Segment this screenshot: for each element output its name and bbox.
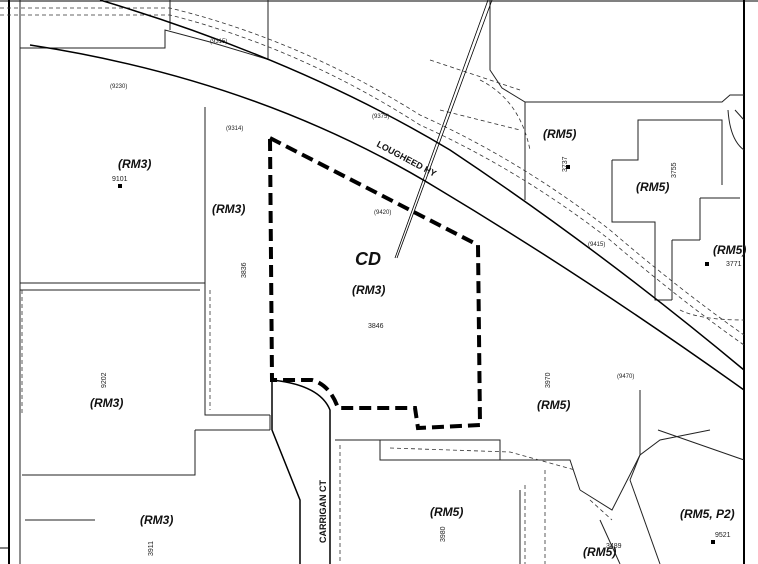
subject-zone-label: (RM3) bbox=[352, 283, 385, 297]
address-number: 3489 bbox=[606, 543, 622, 550]
address-number: 3771 bbox=[726, 261, 742, 268]
lot-reference: (9375) bbox=[372, 114, 389, 120]
address-number: 3980 bbox=[440, 526, 447, 542]
lot-reference: (9314) bbox=[226, 126, 243, 132]
carrigan-court-label: CARRIGAN CT bbox=[318, 480, 328, 543]
lot-reference: (9470) bbox=[617, 374, 634, 380]
subject-parcel-boundary bbox=[267, 134, 483, 431]
cd-pointer-line bbox=[394, 0, 493, 259]
address-number: 3755 bbox=[671, 162, 678, 178]
address-markers bbox=[118, 165, 715, 544]
carrigan-court-road bbox=[271, 379, 331, 564]
zone-label: (RM3) bbox=[118, 157, 151, 171]
zone-label: (RM5) bbox=[430, 505, 463, 519]
subject-lot-ref: (9420) bbox=[374, 210, 391, 216]
subject-address: 3846 bbox=[368, 323, 384, 330]
subject-cd-label: CD bbox=[355, 249, 381, 269]
lot-reference: (9315) bbox=[210, 39, 227, 45]
zone-label: (RM3) bbox=[90, 396, 123, 410]
zone-label: (RM3) bbox=[140, 513, 173, 527]
zone-label: (RM3) bbox=[212, 202, 245, 216]
zone-label: (RM5) bbox=[543, 127, 576, 141]
parcel-lines bbox=[19, 0, 745, 564]
address-number: 3970 bbox=[545, 372, 552, 388]
zone-label: (RM5) bbox=[583, 545, 616, 559]
lot-reference: (9230) bbox=[110, 84, 127, 90]
address-number: 9202 bbox=[101, 372, 108, 388]
address-number: 9101 bbox=[112, 176, 128, 183]
zone-label: (RM5) bbox=[713, 243, 746, 257]
zone-label: (RM5) bbox=[537, 398, 570, 412]
address-number: 3836 bbox=[241, 262, 248, 278]
address-number: 3911 bbox=[148, 541, 155, 556]
zone-label: (RM5, P2) bbox=[680, 507, 735, 521]
zone-label: (RM5) bbox=[636, 180, 669, 194]
address-number: 9521 bbox=[715, 532, 731, 539]
address-number: 3737 bbox=[562, 156, 569, 172]
lot-reference: (9415) bbox=[588, 242, 605, 248]
lougheed-highway-road bbox=[29, 0, 745, 391]
